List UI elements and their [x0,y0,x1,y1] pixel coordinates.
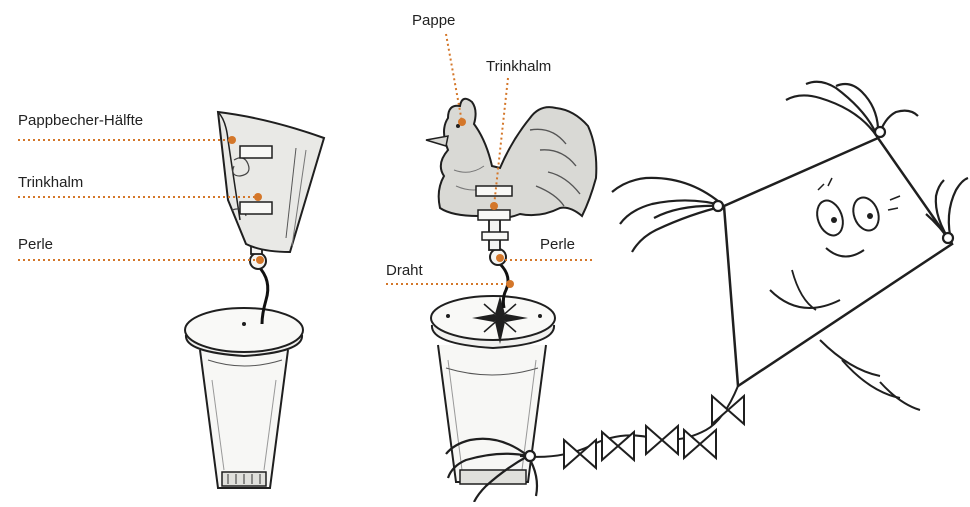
left-cup [200,350,288,488]
left-wind-vane [185,112,324,488]
label-draht: Draht [386,262,423,280]
rooster-silhouette [426,99,596,219]
label-perle-right: Perle [540,236,575,254]
kite-tail-bow-1 [712,396,744,424]
middle-clip-bottom [478,210,510,220]
label-pappbecher-haelfte: Pappbecher-Hälfte [18,112,143,130]
label-trinkhalm-right: Trinkhalm [486,58,551,76]
label-pappe: Pappe [412,12,455,30]
kite-tail-bow-2 [684,430,716,458]
left-clip-top [240,146,272,158]
kite-tail-bow-3 [646,426,678,454]
middle-lid [431,296,555,348]
kite-tassel-top [786,82,918,138]
left-clip-bottom [240,202,272,214]
kite-tassel-left [612,178,724,252]
left-lid [185,308,303,356]
kite-tail-bow-5 [564,440,596,468]
middle-cup [438,345,546,484]
label-perle-left: Perle [18,236,53,254]
middle-wind-vane [426,99,596,484]
middle-clip-top [476,186,512,196]
label-trinkhalm-left: Trinkhalm [18,174,83,192]
left-half-cup [218,112,324,252]
